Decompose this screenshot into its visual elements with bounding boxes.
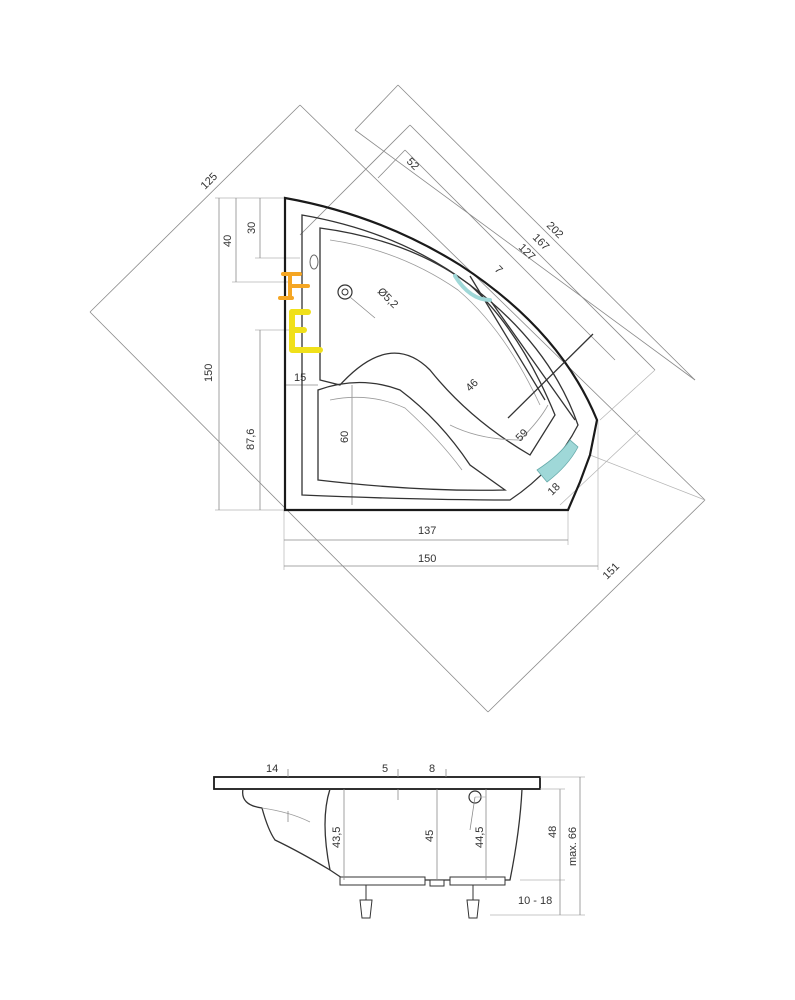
dim-60: 60 (339, 431, 351, 443)
drain (337, 284, 376, 319)
basin-lower-inner (329, 396, 463, 471)
basin-floor (449, 404, 549, 441)
orthogonal-dimension-lines (215, 197, 599, 570)
dim-150-vertical: 150 (203, 364, 215, 382)
dim-8: 8 (429, 763, 435, 775)
dim-30: 30 (246, 222, 258, 234)
feet (339, 876, 506, 919)
basin-upper-inner (329, 239, 541, 406)
jets-icon (289, 309, 323, 353)
top-view: 125 202 167 127 52 7 40 30 150 87,6 15 6… (89, 84, 706, 713)
basin-lower (317, 381, 507, 491)
dim-46: 46 (464, 377, 481, 394)
headrest-icon (536, 439, 579, 483)
tub-body (241, 788, 523, 881)
dim-7: 7 (492, 264, 505, 277)
dim-45: 45 (424, 830, 436, 842)
dim-44-5: 44,5 (474, 827, 486, 848)
dim-5: 5 (382, 763, 388, 775)
dim-137: 137 (418, 525, 436, 537)
dim-202: 202 (544, 220, 565, 241)
dim-151: 151 (601, 561, 622, 582)
dim-15: 15 (294, 372, 306, 384)
dim-feet-range: 10 - 18 (518, 895, 552, 907)
side-view: 14 5 8 43,5 45 44,5 48 max. 66 10 - 18 (213, 763, 585, 919)
dim-max-66: max. 66 (567, 827, 579, 866)
dim-48: 48 (547, 826, 559, 838)
outer-rim (283, 196, 599, 512)
dim-43-5: 43,5 (331, 827, 343, 848)
rim (213, 776, 541, 790)
dim-59: 59 (514, 427, 531, 444)
tap-icon (278, 272, 310, 300)
side-dimension-lines (287, 769, 585, 916)
dim-40: 40 (222, 235, 234, 247)
diagonal-dimension-lines (89, 84, 706, 713)
bathtub-outline (283, 196, 599, 512)
tub-skirt (261, 807, 311, 823)
inner-rim (301, 214, 579, 501)
dim-150-horizontal: 150 (418, 553, 436, 565)
dim-14: 14 (266, 763, 278, 775)
dim-127: 127 (516, 242, 537, 263)
handle-icon (453, 274, 492, 302)
dim-87-6: 87,6 (245, 429, 257, 450)
overflow-icon (309, 254, 319, 270)
basin-upper (319, 227, 556, 456)
dim-18: 18 (546, 481, 563, 498)
tub-front-wall (324, 788, 331, 871)
dim-125: 125 (199, 171, 220, 192)
dim-52: 52 (404, 156, 421, 173)
drain-diameter: Ø5,2 (375, 286, 400, 311)
